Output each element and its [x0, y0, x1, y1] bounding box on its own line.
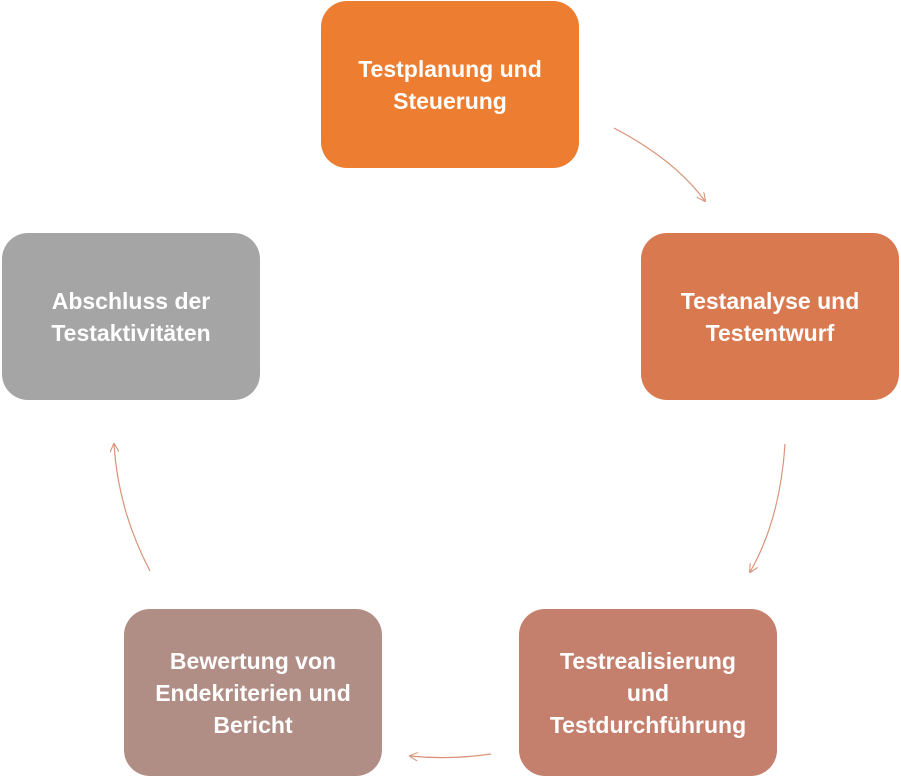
node-label-abschluss: Abschluss der Testaktivitäten: [51, 287, 211, 346]
node-bewertung: Bewertung von Endekriterien und Bericht: [124, 609, 382, 776]
node-label-bewertung: Bewertung von Endekriterien und Bericht: [155, 647, 351, 738]
arrow-3-to-4: [410, 754, 492, 758]
node-abschluss: Abschluss der Testaktivitäten: [2, 233, 260, 400]
arrow-1-to-2: [613, 127, 705, 201]
arrow-2-to-3: [750, 443, 786, 572]
node-label-testplanung: Testplanung und Steuerung: [358, 55, 542, 114]
node-testrealisierung: Testrealisierung und Testdurchführung: [519, 609, 777, 776]
node-label-testanalyse: Testanalyse und Testentwurf: [680, 287, 860, 346]
node-testanalyse: Testanalyse und Testentwurf: [641, 233, 899, 400]
node-label-testrealisierung: Testrealisierung und Testdurchführung: [549, 647, 747, 738]
arrow-4-to-5: [114, 444, 151, 572]
node-testplanung: Testplanung und Steuerung: [321, 1, 579, 168]
